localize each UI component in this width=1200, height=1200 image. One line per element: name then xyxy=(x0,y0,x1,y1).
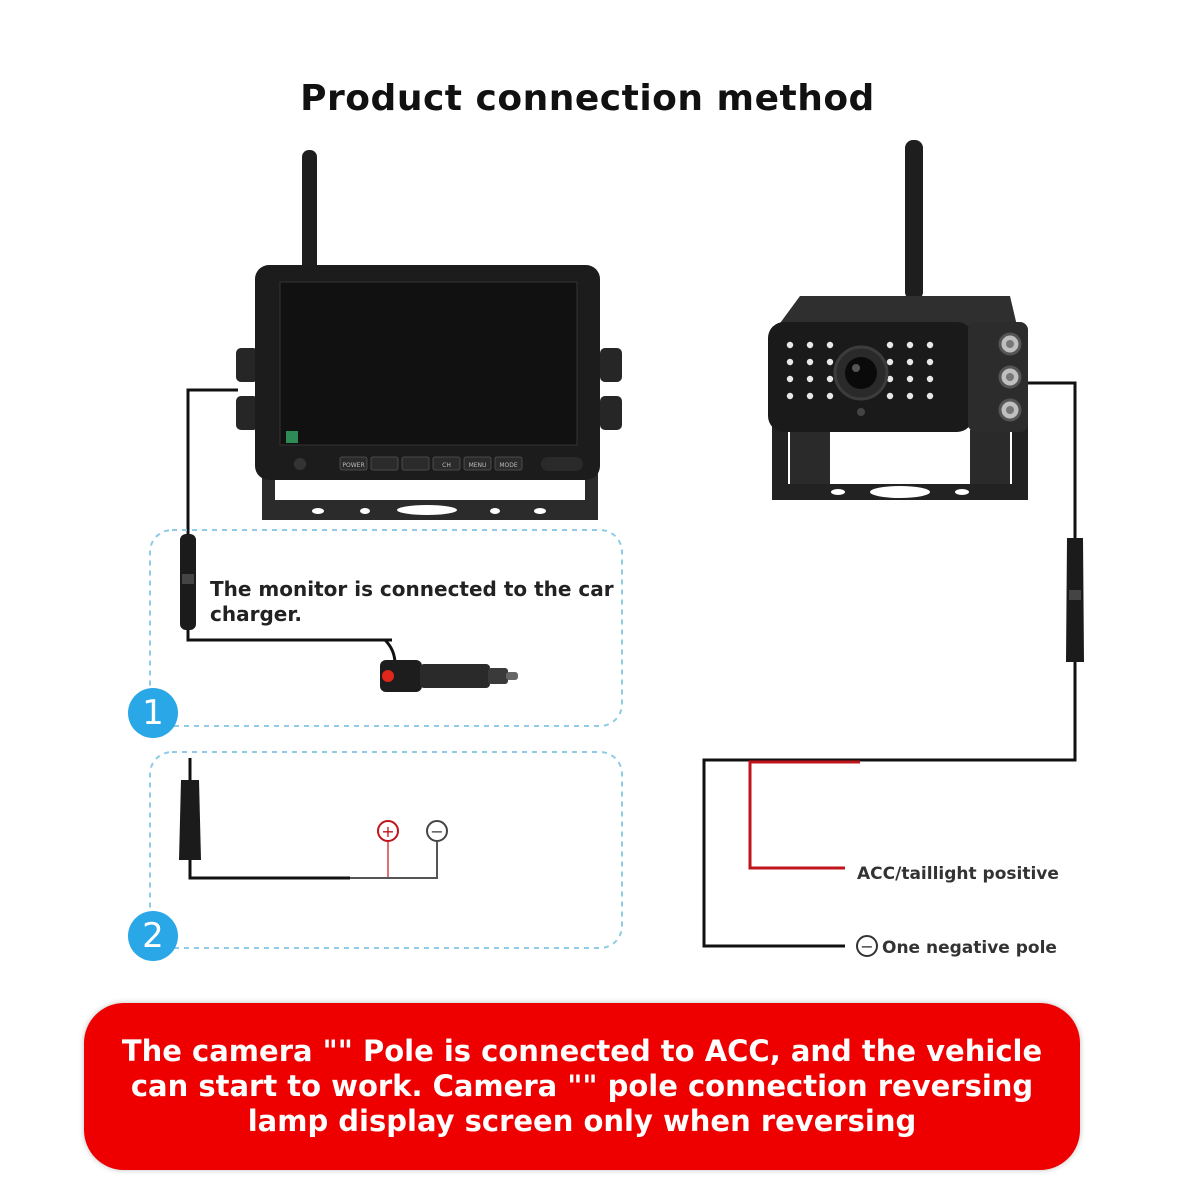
monitor-button xyxy=(432,456,461,471)
warning-note-text: The camera "" Pole is connected to ACC, … xyxy=(121,1034,1043,1138)
bracket-holes xyxy=(312,505,546,515)
ir-led xyxy=(806,341,814,349)
step-1-box xyxy=(149,529,623,727)
ir-led xyxy=(826,341,834,349)
monitor-button-label: POWER xyxy=(342,462,364,469)
camera-top xyxy=(775,296,1018,330)
ir-led xyxy=(786,375,794,383)
negative-symbol: − xyxy=(430,822,443,841)
positive-terminal xyxy=(377,820,399,842)
ir-leds xyxy=(786,341,934,400)
ir-led xyxy=(806,375,814,383)
monitor-buttons: POWER CH MENU MODE xyxy=(339,456,523,471)
monitor-button xyxy=(463,456,492,471)
monitor-knobs xyxy=(236,348,622,430)
acc-taillight-label: ACC/taillight positive xyxy=(857,864,1059,884)
monitor-antenna xyxy=(302,150,317,272)
monitor-button xyxy=(339,456,368,471)
warning-note: The camera "" Pole is connected to ACC, … xyxy=(84,1003,1080,1170)
step-2-box xyxy=(149,751,623,949)
ir-led xyxy=(906,358,914,366)
monitor-button-label: MENU xyxy=(469,462,487,469)
camera-bracket xyxy=(772,420,1028,500)
bracket-center-hole xyxy=(870,486,930,498)
monitor-button xyxy=(401,456,430,471)
ir-led xyxy=(886,392,894,400)
ir-led xyxy=(886,341,894,349)
camera-lens xyxy=(845,357,877,389)
ir-led xyxy=(826,392,834,400)
step-2-badge: 2 xyxy=(128,911,178,961)
monitor-button xyxy=(370,456,399,471)
acc-wire xyxy=(748,760,860,870)
step-1-badge: 1 xyxy=(128,688,178,738)
camera-antenna xyxy=(905,140,923,300)
ir-led xyxy=(786,358,794,366)
ir-led xyxy=(906,375,914,383)
monitor-button-label: MODE xyxy=(499,462,518,469)
monitor-screen xyxy=(279,281,578,446)
ir-led xyxy=(806,358,814,366)
ir-led xyxy=(826,358,834,366)
light-sensor xyxy=(857,408,865,416)
ir-led xyxy=(926,358,934,366)
car-charger-plug xyxy=(380,638,518,692)
ir-led xyxy=(786,392,794,400)
ir-led xyxy=(786,341,794,349)
step-2-wiring: + − xyxy=(179,758,448,880)
negative-pole-symbol: − xyxy=(860,937,873,956)
page-title: Product connection method xyxy=(300,78,875,119)
negative-terminal xyxy=(426,820,448,842)
ir-led xyxy=(806,392,814,400)
ir-window xyxy=(541,457,583,471)
ir-led xyxy=(906,341,914,349)
camera xyxy=(768,140,1028,500)
ir-led xyxy=(926,392,934,400)
monitor-button-label: CH xyxy=(442,462,451,469)
hardwire-connector xyxy=(179,780,201,860)
ir-led xyxy=(886,358,894,366)
monitor-button xyxy=(494,456,523,471)
positive-symbol: + xyxy=(381,822,394,841)
monitor: POWER CH MENU MODE xyxy=(236,150,622,520)
ir-led xyxy=(906,392,914,400)
negative-pole-label: One negative pole xyxy=(882,938,1057,958)
screen-status-led xyxy=(286,431,298,443)
monitor-bracket xyxy=(262,440,598,520)
ir-led xyxy=(886,375,894,383)
step-1-label: The monitor is connected to the car char… xyxy=(210,577,614,626)
camera-screws xyxy=(998,332,1022,422)
negative-pole-symbol-circle xyxy=(856,935,878,957)
camera-cable xyxy=(702,381,1077,948)
ir-led xyxy=(926,375,934,383)
ir-led xyxy=(826,375,834,383)
ir-led xyxy=(926,341,934,349)
monitor-cable xyxy=(186,388,392,642)
power-led xyxy=(294,458,306,470)
